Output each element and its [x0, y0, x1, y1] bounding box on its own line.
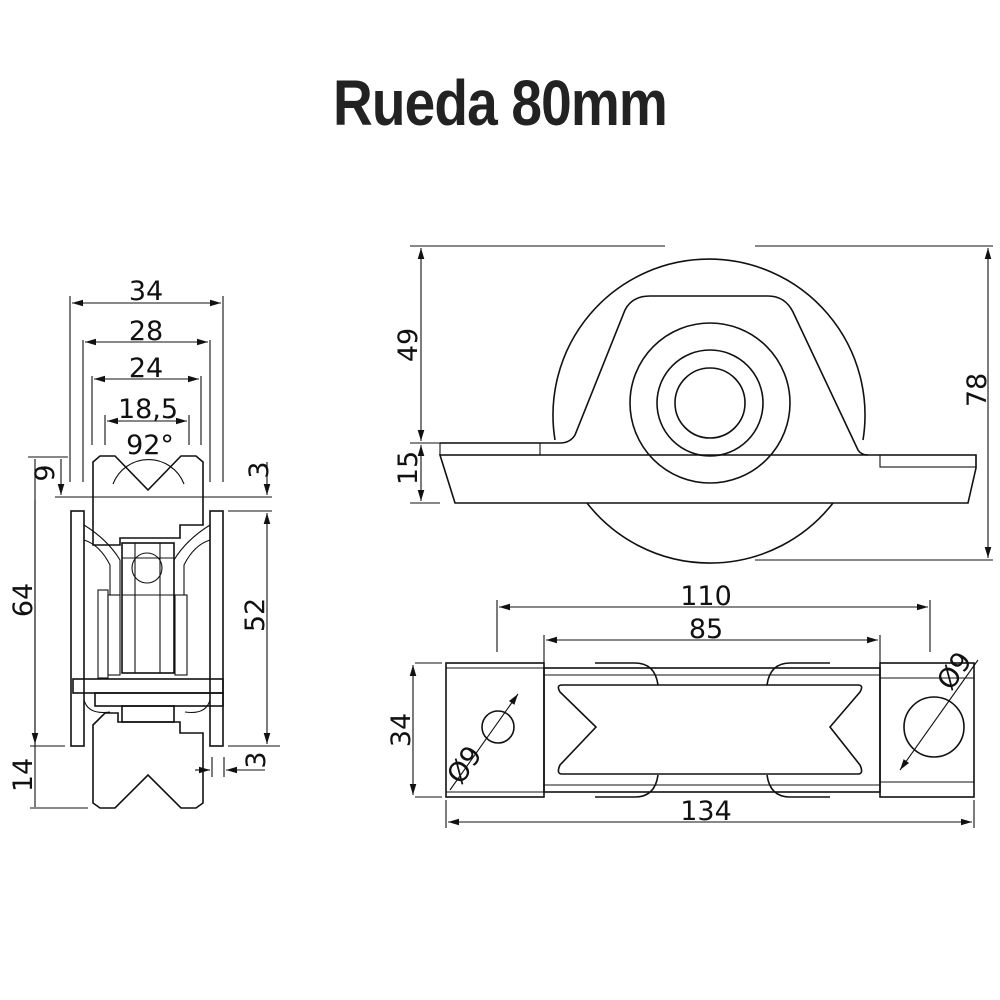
top-view	[409, 600, 979, 828]
front-view	[410, 245, 993, 564]
section-view	[28, 296, 280, 809]
dim-78-height: 78	[962, 373, 993, 407]
dim-34-width: 34	[129, 276, 163, 307]
dim-18-5-width: 18,5	[118, 394, 178, 425]
dim-9-depth: 9	[30, 464, 61, 481]
dim-hole-right: Ø9	[931, 646, 978, 695]
dim-15-height: 15	[393, 451, 424, 485]
drawing-title: Rueda 80mm	[332, 67, 668, 139]
dim-52-height: 52	[240, 598, 271, 632]
dim-134-length: 134	[680, 796, 732, 827]
dim-64-height: 64	[8, 583, 39, 617]
dim-49-height: 49	[393, 328, 424, 362]
dim-110-length: 110	[680, 581, 732, 612]
dim-28-width: 28	[129, 316, 163, 347]
dim-3-top: 3	[244, 461, 275, 478]
dim-3-bottom: 3	[241, 751, 272, 768]
dim-92-angle: 92°	[126, 430, 174, 461]
dim-hole-left: Ø9	[441, 740, 488, 789]
dim-14-height: 14	[8, 758, 39, 792]
dim-85-length: 85	[689, 614, 723, 645]
dim-24-width: 24	[129, 353, 163, 384]
dim-34-width: 34	[386, 713, 417, 747]
